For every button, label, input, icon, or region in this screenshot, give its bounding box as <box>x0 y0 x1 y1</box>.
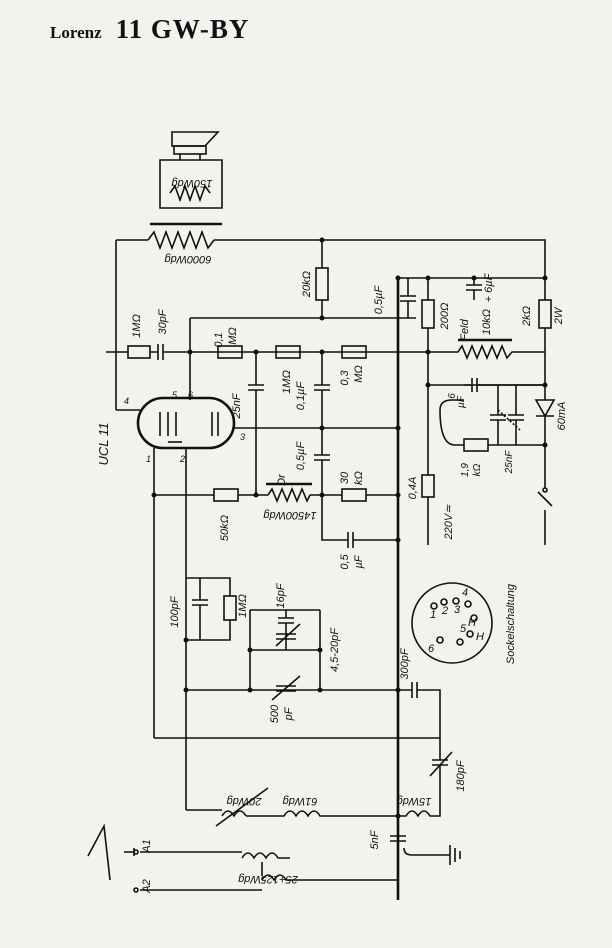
c-05u-low-label-b: µF <box>353 554 365 568</box>
c-trim-label: 4,5-20pF <box>329 627 341 672</box>
socket-pin-3: 3 <box>454 604 461 616</box>
junction-dots <box>151 237 548 819</box>
c-6u-b-label-b: µF <box>456 395 467 408</box>
r-1m-b-label: 1MΩ <box>281 370 293 394</box>
coil-15-label: 15Wdg <box>396 795 432 807</box>
socket-pin-5: 5 <box>460 623 467 635</box>
tube-ucl11: UCL 11 4 5 6 1 2 3 <box>96 390 245 465</box>
tube-pin-1: 1 <box>146 454 151 464</box>
c-16p-label: 16pF <box>275 582 287 608</box>
ground-icon <box>403 845 461 865</box>
tube-pin-2: 2 <box>179 454 185 464</box>
r-50k-label: 50kΩ <box>219 515 231 541</box>
r-1m-c-label: 1MΩ <box>237 594 249 618</box>
c-5n-label: 5nF <box>369 829 381 849</box>
dr-value-label: 14500Wdg <box>263 509 317 521</box>
c-05u-mid-label: 0,5µF <box>295 441 307 471</box>
c-6u-label: + 6µF <box>483 272 495 302</box>
title-row: Lorenz 11 GW-BY <box>50 14 249 45</box>
fuse-label: 0,4A <box>407 477 419 500</box>
socket-title: Sockelschaltung <box>505 583 517 664</box>
socket-pin-4: 4 <box>462 587 468 599</box>
loudspeaker-icon: 150Wdg <box>159 131 223 209</box>
c-100p-label: 100pF <box>169 595 181 627</box>
tube-name-label: UCL 11 <box>96 423 111 466</box>
coil-61-label: 61Wdg <box>282 795 318 807</box>
r-200-label: 200Ω <box>439 303 451 331</box>
r-20k-label: 20kΩ <box>301 271 313 298</box>
tube-pin-4: 4 <box>124 396 129 406</box>
r-01m-label-a: 0,1 <box>213 332 225 347</box>
c-25n-a-label: 25nF <box>231 392 243 419</box>
c-05u-top-label: 0,5µF <box>373 285 385 315</box>
antenna-a1-label: A1 <box>141 839 153 853</box>
socket-diagram: 1 2 3 4 5 H H 6 Sockelschaltung <box>411 582 517 664</box>
brand-name: Lorenz <box>50 23 102 42</box>
diode-label: 60mA <box>556 402 568 431</box>
r-1m-label: 1MΩ <box>131 314 143 338</box>
output-transformer-label: 6000Wdg <box>164 253 212 265</box>
c-05u-low-label-a: 0,5 <box>339 553 351 569</box>
socket-pin-h2: H <box>476 631 484 643</box>
r-30k-label-a: 30 <box>339 471 351 484</box>
c-180p-label: 180pF <box>455 759 467 791</box>
socket-pin-2: 2 <box>441 605 448 617</box>
tube-pin-3: 3 <box>240 432 245 442</box>
dr-label: Dr <box>276 473 288 486</box>
output-transformer: 6000Wdg <box>147 222 222 265</box>
socket-pin-h1: H <box>468 617 476 629</box>
socket-pin-6: 6 <box>428 643 435 655</box>
speaker-coil-label: 150Wdg <box>171 177 213 189</box>
c-30p-label: 30pF <box>157 308 169 334</box>
tube-pin-5: 5 <box>172 390 178 400</box>
coil-20-label: 20Wdg <box>226 795 263 807</box>
feld-value-label: 10kΩ <box>481 309 493 335</box>
r-03m-label-a: 0,3 <box>339 369 351 385</box>
c-500p-label-a: 500 <box>269 704 281 723</box>
mains-label: 220V≃ <box>443 504 455 541</box>
c-300p-label: 300pF <box>399 647 411 679</box>
antenna-coil-label: 25+125Wdg <box>237 873 299 885</box>
c-01u-label: 0,1µF <box>295 381 307 411</box>
r-30k-label-b: kΩ <box>353 471 365 485</box>
feld-label: Feld <box>459 318 471 340</box>
socket-pin-1: 1 <box>430 609 436 621</box>
c-6u-b-label-a: 6 <box>447 393 458 399</box>
c-500p-label-b: pF <box>283 706 295 721</box>
r-2k-watt-label: 2W <box>553 306 565 325</box>
model-name: 11 GW-BY <box>115 14 250 44</box>
r-19k-label-b: kΩ <box>472 463 483 476</box>
r-2k-label: 2kΩ <box>521 306 533 327</box>
antenna-a2-label: A2 <box>141 879 153 893</box>
r-01m-label-b: MΩ <box>227 327 239 345</box>
c-25n-b-label: 25nF <box>504 450 515 475</box>
r-03m-label-b: MΩ <box>353 365 365 383</box>
r-19k-label-a: 1,9 <box>460 463 471 477</box>
